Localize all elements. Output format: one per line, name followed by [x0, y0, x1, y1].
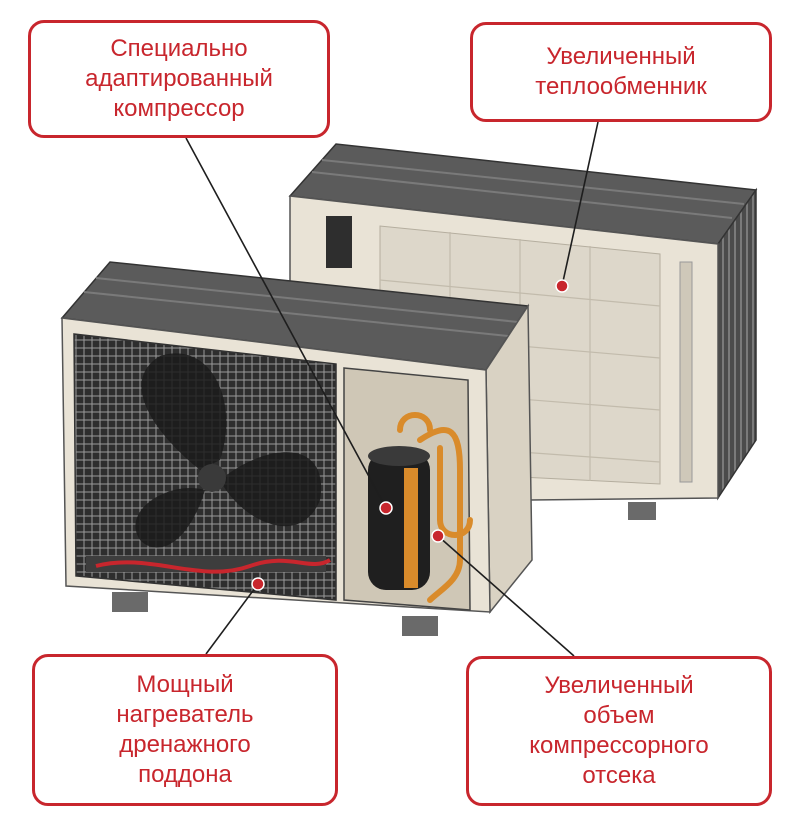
callout-compressor-compartment: Увеличенный объем компрессорного отсека: [466, 656, 772, 806]
marker-compartment: [431, 529, 445, 543]
leader-compressor: [185, 137, 387, 509]
rear-unit-foot: [628, 502, 656, 520]
fan-blades: [135, 353, 322, 548]
front-unit-foot-left: [112, 592, 148, 612]
rear-unit-side-vent: [679, 261, 693, 483]
compressor: [368, 446, 430, 590]
callout-drain-pan-heater: Мощный нагреватель дренажного поддона: [32, 654, 338, 806]
drain-pan-heater: [95, 558, 332, 574]
marker-heat-exchanger: [555, 279, 569, 293]
leader-compartment: [437, 535, 575, 657]
copper-tubing: [397, 412, 473, 603]
marker-heater: [251, 577, 265, 591]
leader-heat-exchanger: [561, 121, 599, 287]
marker-dots: [251, 279, 569, 591]
rear-unit-side-fins: [717, 187, 757, 501]
front-unit-foot-right: [402, 616, 438, 636]
rear-unit-control-plate: [326, 216, 352, 268]
front-outdoor-unit: [60, 261, 533, 636]
leader-lines: [185, 121, 599, 657]
callout-heat-exchanger: Увеличенный теплообменник: [470, 22, 772, 122]
callout-compressor: Специально адаптированный компрессор: [28, 20, 330, 138]
leader-heater: [205, 583, 259, 655]
marker-compressor: [379, 501, 393, 515]
